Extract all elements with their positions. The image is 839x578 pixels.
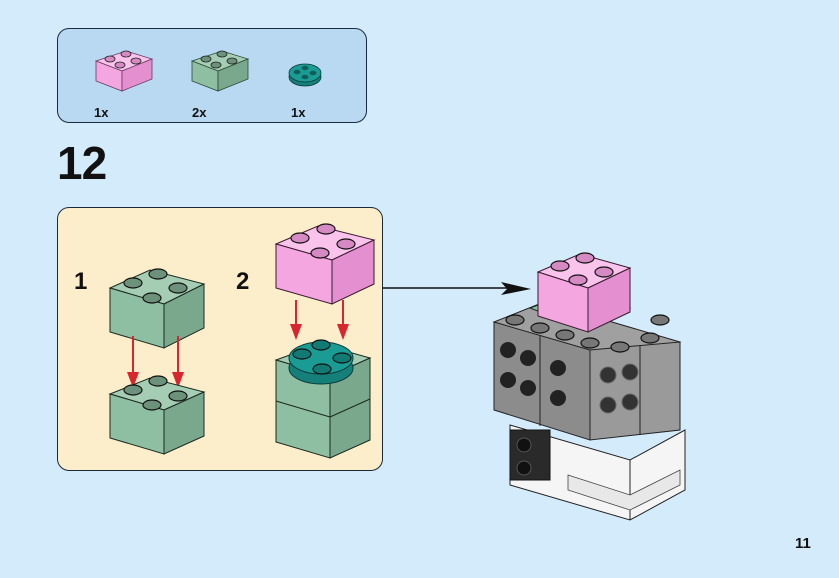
part-pink-brick: 1x: [88, 39, 168, 120]
substep-1-bottom-brick: [108, 375, 206, 455]
callout-arrow-icon: [383, 282, 531, 295]
step-number: 12: [57, 137, 107, 189]
subassembly-box: 1 2: [57, 207, 383, 471]
part-quantity: 2x: [192, 105, 207, 120]
substep-2-round-plate: [288, 339, 354, 385]
part-quantity: 1x: [94, 105, 109, 120]
pink-brick-icon: [94, 50, 154, 92]
turquoise-round-plate-icon: [288, 63, 322, 87]
substep-2-arrows: [290, 300, 349, 340]
substep-1-top-brick: [108, 268, 206, 349]
page-number: 11: [795, 535, 811, 552]
part-quantity: 1x: [291, 105, 306, 120]
substep-2-label: 2: [236, 268, 250, 295]
part-sand-green-brick: 2x: [188, 39, 268, 120]
model-illustration: [492, 252, 686, 521]
parts-list-box: 1x 2x 1x: [57, 28, 367, 123]
substep-1-arrows: [127, 336, 184, 388]
subassembly-illustration: [108, 223, 376, 459]
part-turquoise-round-plate: 1x: [283, 39, 363, 120]
substep-1-label: 1: [74, 268, 88, 295]
substep-2-pink-brick: [274, 223, 376, 305]
sand-green-brick-icon: [190, 50, 250, 92]
